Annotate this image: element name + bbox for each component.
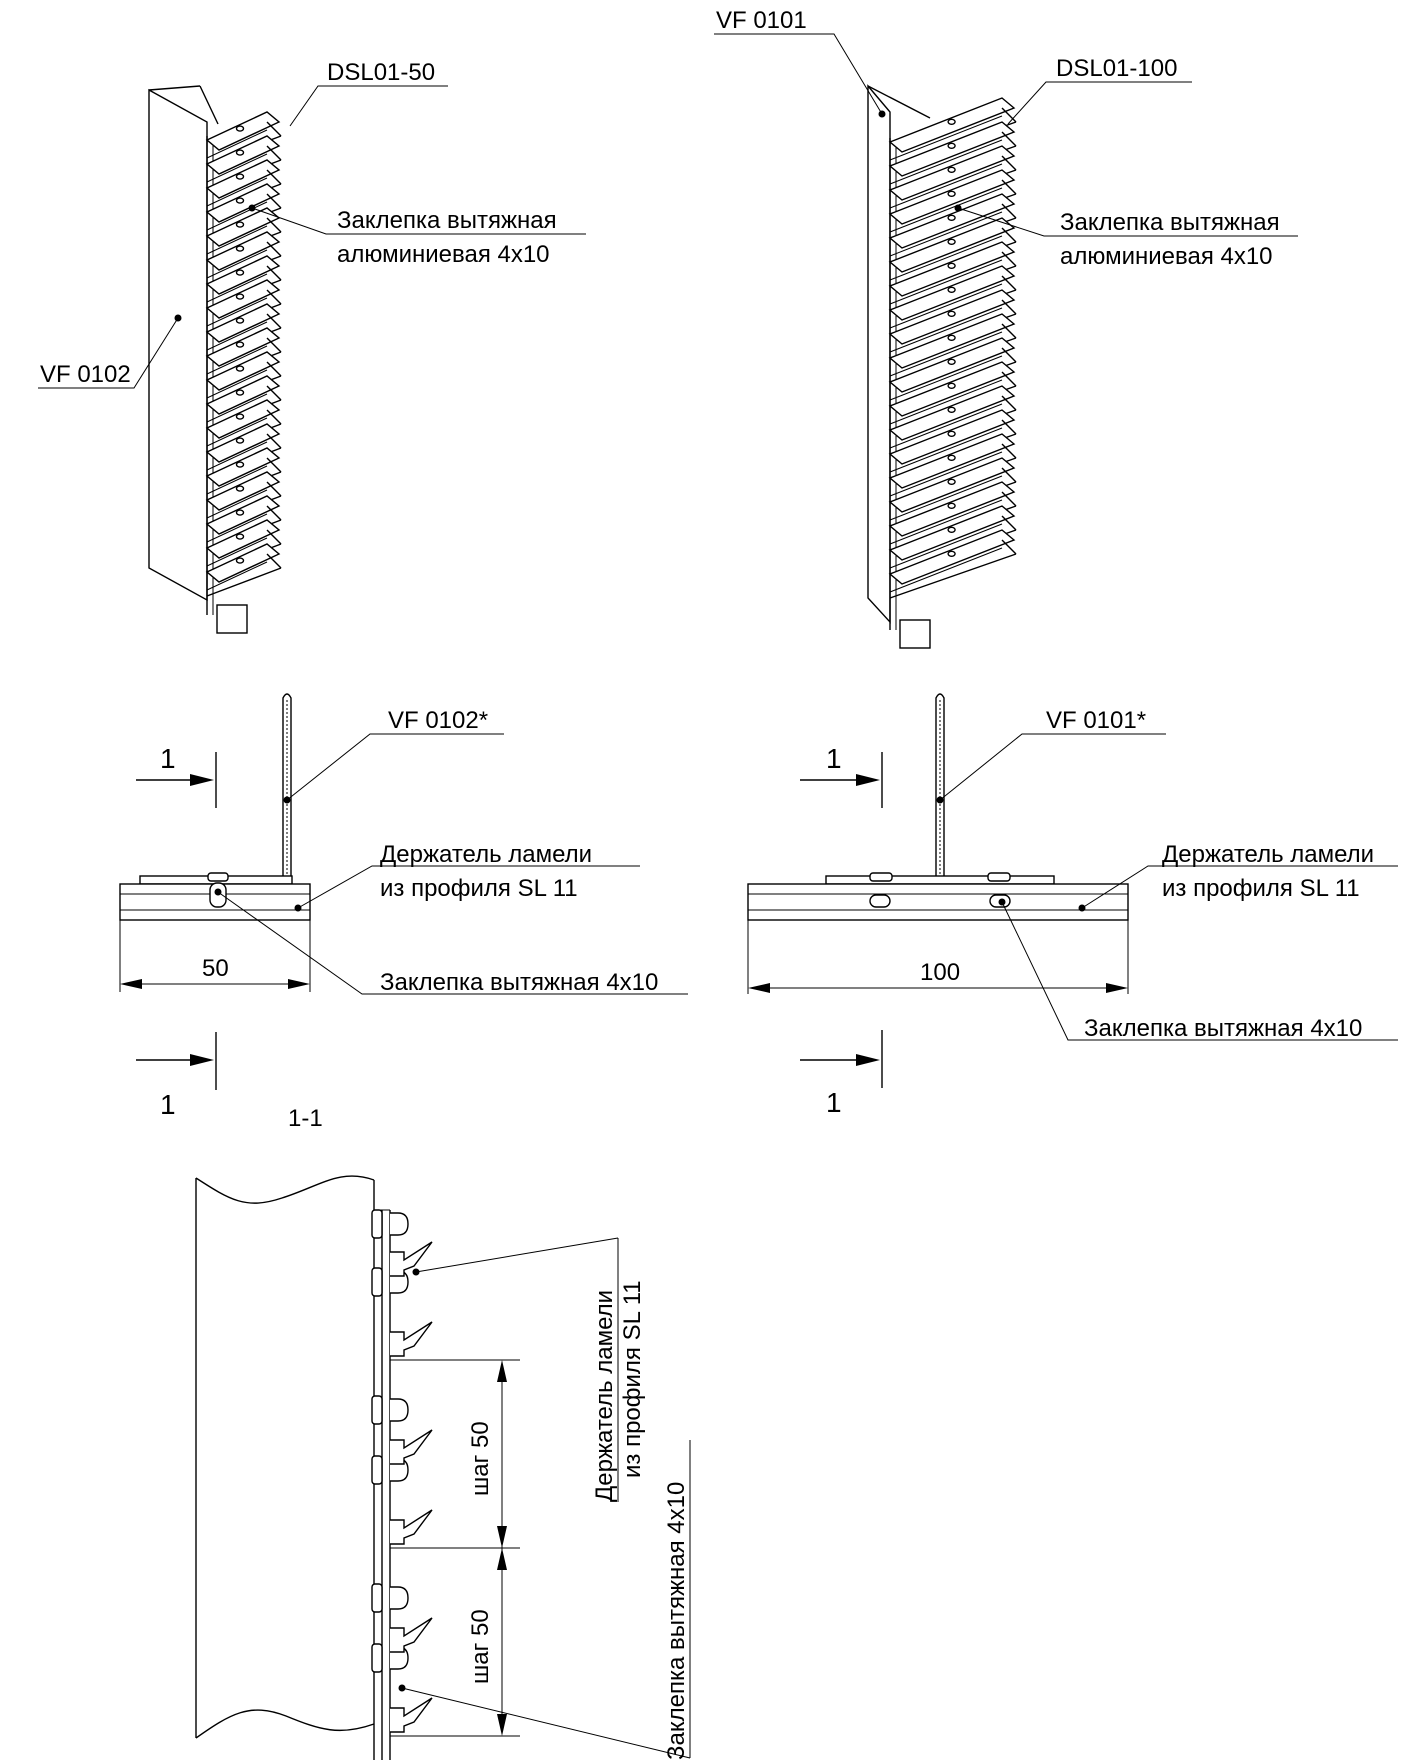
step-label-1: шаг 50: [467, 1421, 494, 1496]
section-mark-left-top: 1: [160, 743, 176, 774]
label-vf0102: VF 0102: [40, 361, 131, 388]
label-holder-left-2: из профиля SL 11: [380, 875, 578, 902]
label-holder-vertical-2: из профиля SL 11: [619, 1280, 646, 1478]
iso-callouts: DSL01-50 Заклепка вытяжная алюминиевая 4…: [38, 7, 1298, 389]
label-dsl01-100: DSL01-100: [1056, 55, 1177, 82]
label-holder-right-2: из профиля SL 11: [1162, 875, 1360, 902]
label-rivet-vertical: Заклепка вытяжная 4х10: [663, 1482, 690, 1760]
iso-view-right: [867, 84, 1017, 649]
label-holder-right-1: Держатель ламели: [1162, 841, 1374, 868]
section-mark-left-bottom: 1: [160, 1089, 176, 1120]
section-title: 1-1: [288, 1105, 323, 1132]
label-holder-vertical-1: Держатель ламели: [591, 1290, 618, 1502]
iso-left-slats: [205, 111, 282, 634]
label-rivet-left-1: Заклепка вытяжная: [337, 207, 557, 234]
iso-right-slats: [888, 97, 1017, 649]
section-mark-right-bottom: 1: [826, 1087, 842, 1118]
section-mark-right-top: 1: [826, 743, 842, 774]
iso-view-left: [148, 85, 282, 634]
section-1-1: шаг 50 шаг 50 Держатель ламели из профил…: [195, 1175, 691, 1760]
step-label-2: шаг 50: [467, 1609, 494, 1684]
label-dsl01-50: DSL01-50: [327, 59, 435, 86]
label-rivet-4x10-right: Заклепка вытяжная 4х10: [1084, 1015, 1362, 1042]
label-rivet-right-2: алюминиевая 4х10: [1060, 243, 1273, 270]
iso-right-plate: [867, 84, 891, 624]
dim-50: 50: [202, 955, 229, 982]
plan-view-left: 50 1 1 VF 0102* Держатель ламели из проф…: [119, 693, 688, 1120]
label-vf0101-star: VF 0101*: [1046, 707, 1146, 734]
label-vf0101: VF 0101: [716, 7, 807, 34]
iso-left-plate: [148, 88, 208, 602]
label-rivet-4x10-left: Заклепка вытяжная 4х10: [380, 969, 658, 996]
label-rivet-left-2: алюминиевая 4х10: [337, 241, 550, 268]
label-holder-left-1: Держатель ламели: [380, 841, 592, 868]
dim-100: 100: [920, 959, 960, 986]
section-holders: [371, 1209, 433, 1733]
plan-view-right: 100 1 1 VF 0101* Держатель ламели из про…: [747, 693, 1398, 1118]
label-rivet-right-1: Заклепка вытяжная: [1060, 209, 1280, 236]
label-vf0102-star: VF 0102*: [388, 707, 488, 734]
